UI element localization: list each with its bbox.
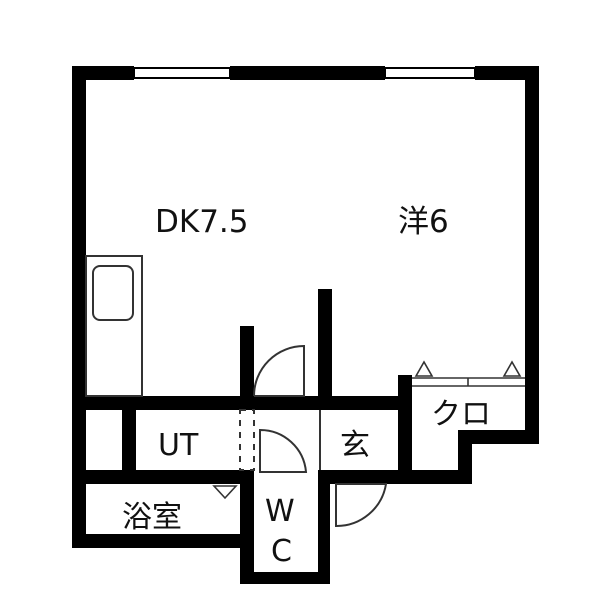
wall-entrance-top [318,396,412,410]
bath-door-marker [212,485,238,500]
wall-top-right [475,66,539,80]
wall-wc-bottom [240,572,330,584]
wall-right [525,66,539,444]
wall-dk-stub [240,326,254,396]
label-entrance: 玄 [340,428,370,463]
outer-walls [72,66,539,584]
wall-kitchen-bottom [72,396,320,410]
sink-icon [92,265,134,321]
wall-top-left [72,66,134,80]
door-swing-wc [259,428,308,473]
wall-closet-left [398,375,412,484]
window-left [133,67,231,79]
wall-partition [318,289,332,396]
label-wc-w: W [265,494,295,529]
label-ut: UT [158,428,199,463]
door-swing-dk [253,344,305,397]
door-swing-entrance [335,483,388,528]
interior-walls [72,289,412,484]
label-closet: クロ [431,397,491,432]
wall-entrance-bottom [318,470,472,484]
label-western: 洋6 [398,204,449,240]
wall-top-middle [230,66,385,80]
counter [85,255,143,397]
windows [133,67,476,79]
wall-bath-top [72,470,254,484]
label-dk: DK7.5 [155,204,249,240]
wall-left [72,66,86,546]
sliding-door-marks [239,409,255,471]
closet-triangle-left [414,360,434,377]
window-right [384,67,476,79]
slide-gap [239,409,255,471]
wall-storage-right [122,396,136,484]
closet-triangle-right [502,360,522,377]
wall-wc-left [240,484,254,584]
kitchen-counter [85,255,143,397]
closet-doors [412,360,525,387]
wall-right-step-top [458,430,539,444]
wall-bath-bottom [72,534,247,548]
wall-wc-right [318,470,330,584]
label-wc-c: C [271,534,292,569]
doors [253,344,388,528]
label-bath: 浴室 [122,500,182,535]
